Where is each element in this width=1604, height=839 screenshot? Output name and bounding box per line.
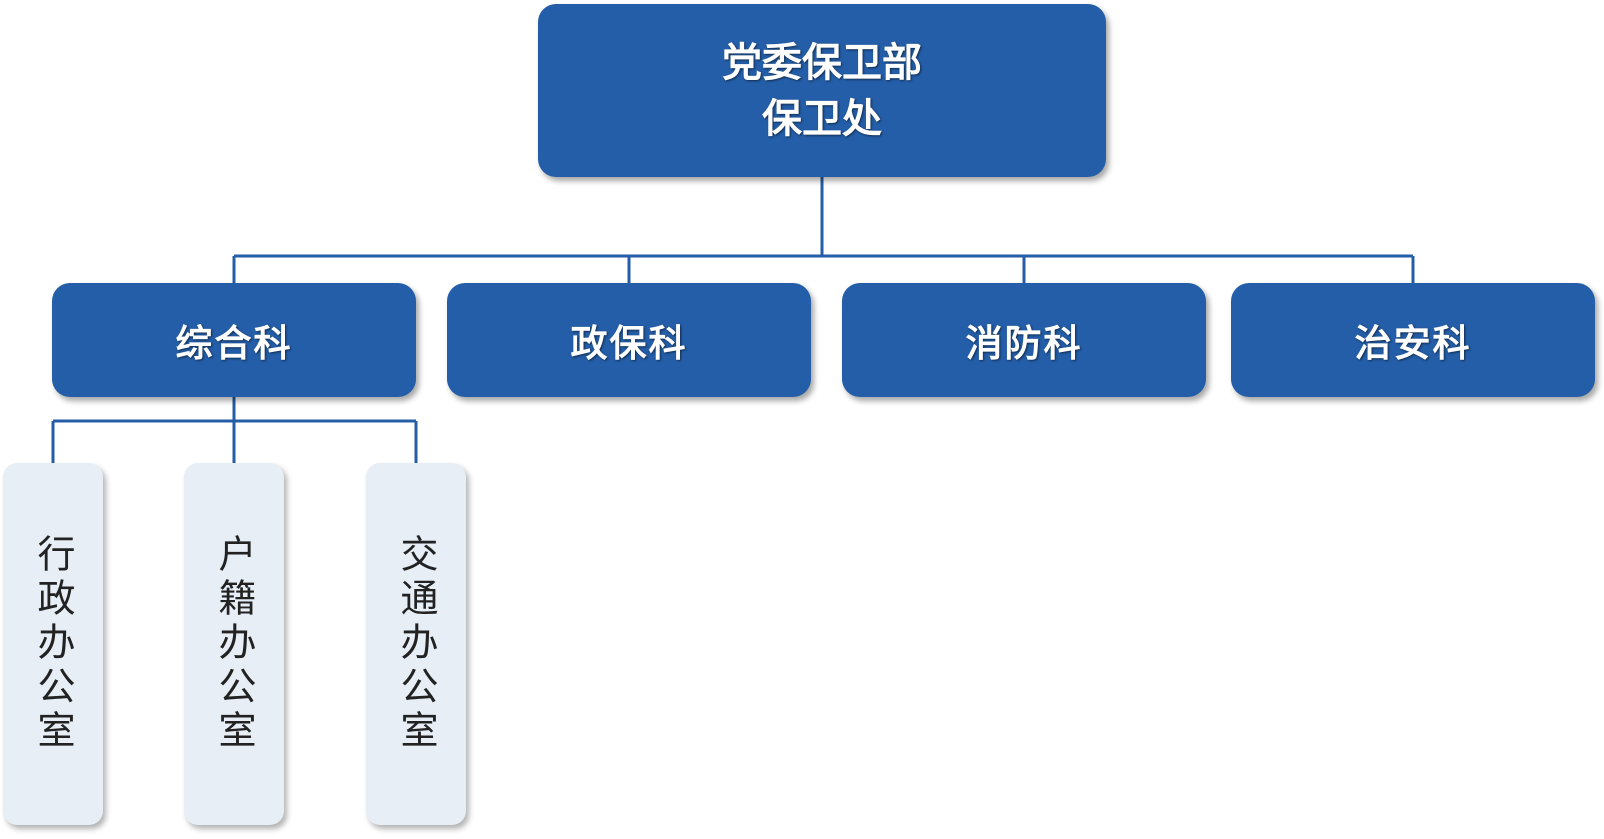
- dept-node-fire-protection: 消防科: [842, 283, 1206, 397]
- office-label: 行政办公室: [31, 534, 75, 754]
- dept-node-political-security: 政保科: [447, 283, 811, 397]
- dept-label: 消防科: [965, 322, 1083, 365]
- office-label: 交通办公室: [394, 534, 438, 754]
- dept-label: 治安科: [1354, 322, 1472, 365]
- office-label: 户籍办公室: [212, 534, 256, 754]
- root-node: 党委保卫部 保卫处: [538, 4, 1106, 177]
- office-node-administration: 行政办公室: [3, 463, 103, 825]
- dept-node-public-security: 治安科: [1231, 283, 1595, 397]
- office-node-household-registration: 户籍办公室: [184, 463, 284, 825]
- dept-label: 综合科: [175, 322, 293, 365]
- root-title-line2: 保卫处: [762, 95, 882, 142]
- office-node-traffic: 交通办公室: [366, 463, 466, 825]
- root-title-line1: 党委保卫部: [722, 39, 922, 86]
- dept-node-comprehensive: 综合科: [52, 283, 416, 397]
- dept-label: 政保科: [570, 322, 688, 365]
